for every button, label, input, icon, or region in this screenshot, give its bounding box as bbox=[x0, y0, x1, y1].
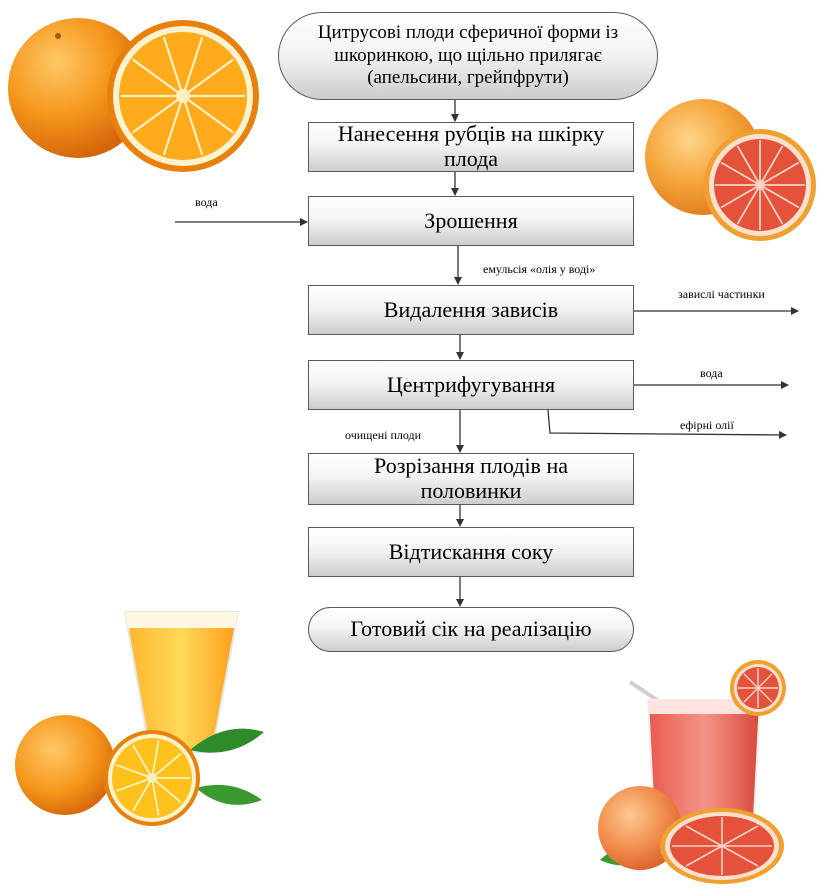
half-grapefruit bbox=[660, 808, 784, 884]
grapefruit-with-half-icon bbox=[645, 99, 816, 241]
orange-with-half-icon bbox=[8, 18, 259, 172]
label-water-in: вода bbox=[195, 195, 218, 209]
step-label: Розрізання плодів на bbox=[374, 453, 568, 479]
step-irrigation: Зрошення bbox=[308, 196, 634, 246]
end-label: Готовий сік на реалізацію bbox=[350, 616, 592, 642]
glass-rim bbox=[648, 700, 760, 714]
start-line: шкоринкою, що щільно прилягає bbox=[334, 44, 602, 66]
orange-stem bbox=[55, 33, 61, 39]
half-orange bbox=[104, 730, 200, 826]
label-suspended-particles: завислі частинки bbox=[678, 287, 765, 301]
label-cleaned-fruit: очищені плоди bbox=[345, 428, 422, 442]
label-essential-oils: ефірні олії bbox=[680, 418, 734, 432]
arrow-essential-oils-out bbox=[547, 409, 787, 439]
end-terminal: Готовий сік на реалізацію bbox=[308, 607, 634, 652]
step-label: Нанесення рубців на шкірку bbox=[337, 121, 605, 147]
step-label: плода bbox=[443, 146, 499, 171]
start-terminal: Цитрусові плоди сферичної форми із шкори… bbox=[278, 12, 658, 100]
glass-rim bbox=[125, 612, 238, 628]
step-halving: Розрізання плодів на половинки bbox=[308, 453, 634, 505]
half-grapefruit bbox=[704, 129, 816, 241]
whole-orange bbox=[15, 715, 115, 815]
step-label: Видалення зависів bbox=[383, 296, 559, 322]
step-label: Зрошення bbox=[424, 207, 518, 233]
label-water-out: вода bbox=[700, 366, 723, 380]
leaf bbox=[190, 728, 264, 753]
label-emulsion: емульсія «олія у воді» bbox=[483, 262, 596, 276]
half-orange bbox=[107, 20, 259, 172]
grapefruit-juice-glass-icon bbox=[598, 660, 786, 884]
step-label: Відтискання соку bbox=[388, 538, 554, 564]
step-centrifuging: Центрифугування bbox=[308, 360, 634, 410]
orange-juice-glass-icon bbox=[15, 611, 264, 826]
step-scoring: Нанесення рубців на шкірку плода bbox=[308, 122, 634, 172]
start-line: Цитрусові плоди сферичної форми із bbox=[317, 22, 619, 44]
start-line: (апельсини, грейпфрути) bbox=[367, 67, 569, 89]
leaf bbox=[196, 784, 262, 805]
step-juice-pressing: Відтискання соку bbox=[308, 527, 634, 577]
grapefruit-slice bbox=[730, 660, 786, 716]
step-label: половинки bbox=[420, 478, 522, 503]
step-suspension-removal: Видалення зависів bbox=[308, 285, 634, 335]
step-label: Центрифугування bbox=[386, 371, 556, 397]
